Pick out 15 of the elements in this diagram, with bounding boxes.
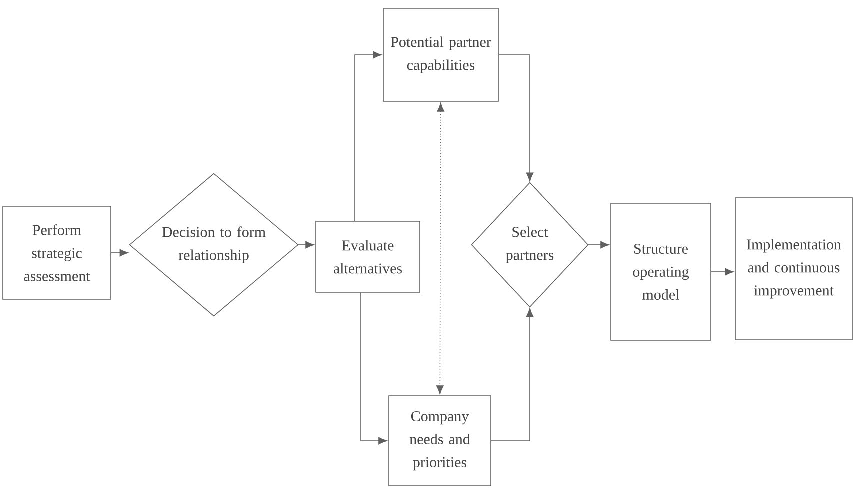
- arrow: [360, 292, 388, 445]
- process-box: Company needs and priorities: [388, 396, 492, 486]
- process-box: Evaluate alternatives: [316, 221, 420, 293]
- process-box: Implementation and continuous improvement: [735, 198, 853, 340]
- arrow: [354, 51, 382, 222]
- arrow: [588, 241, 610, 249]
- arrow: [111, 249, 129, 257]
- arrow: [491, 308, 534, 442]
- arrow: [298, 241, 314, 249]
- arrow: [711, 268, 734, 276]
- arrow: [498, 54, 534, 182]
- process-box: Perform strategic assessment: [2, 206, 112, 300]
- process-box: Potential partner capabilities: [383, 8, 499, 102]
- process-box: Structure operating model: [610, 203, 712, 341]
- arrow: [436, 103, 445, 394]
